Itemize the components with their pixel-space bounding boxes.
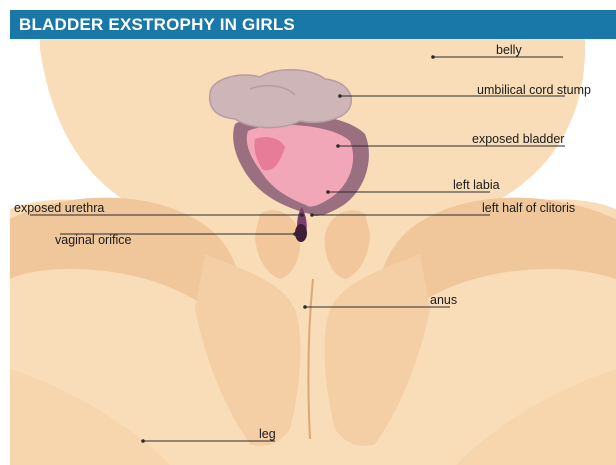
label-anus: anus bbox=[430, 293, 457, 307]
vaginal-orifice-shape bbox=[295, 224, 307, 242]
label-vaginal-orifice: vaginal orifice bbox=[55, 233, 131, 247]
label-left-labia: left labia bbox=[453, 178, 500, 192]
label-leg: leg bbox=[259, 427, 276, 441]
label-exposed-bladder: exposed bladder bbox=[472, 132, 564, 146]
label-umbilical-cord-stump: umbilical cord stump bbox=[477, 83, 591, 97]
diagram-title: BLADDER EXSTROPHY IN GIRLS bbox=[10, 10, 616, 39]
label-exposed-urethra: exposed urethra bbox=[14, 201, 104, 215]
anatomy-illustration: belly umbilical cord stump exposed bladd… bbox=[10, 39, 616, 465]
label-left-half-of-clitoris: left half of clitoris bbox=[482, 201, 575, 215]
label-belly: belly bbox=[496, 43, 522, 57]
illustration-frame: belly umbilical cord stump exposed bladd… bbox=[10, 39, 616, 465]
